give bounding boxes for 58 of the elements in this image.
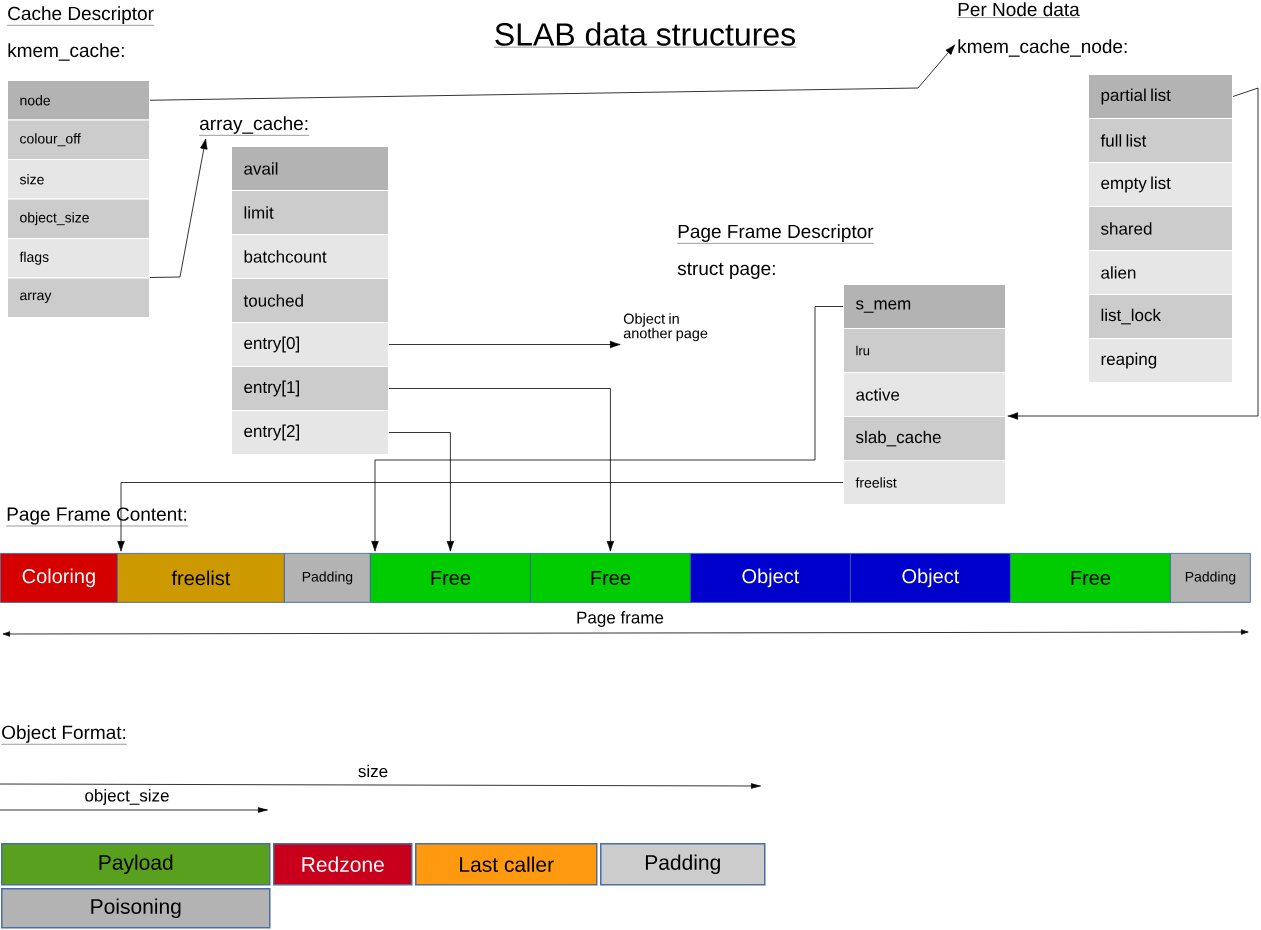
memory-segment: Free — [530, 553, 691, 603]
memory-segment: freelist — [117, 553, 285, 603]
arrow — [388, 432, 455, 552]
field-cell: entry[1] — [231, 366, 389, 411]
object-segment: Redzone — [273, 843, 413, 886]
memory-segment: Free — [370, 553, 531, 603]
field-cell: reaping — [1088, 338, 1233, 383]
object-segment: Poisoning — [1, 888, 271, 929]
arrow — [388, 388, 615, 552]
arrow — [117, 482, 844, 552]
field-cell: size — [7, 159, 150, 200]
field-cell: freelist — [843, 460, 1006, 505]
field-cell: node — [7, 80, 150, 121]
arrow — [149, 44, 956, 101]
field-cell: entry[0] — [231, 322, 389, 367]
memory-segment: Coloring — [0, 553, 118, 603]
field-cell: list_lock — [1088, 294, 1233, 339]
dimension-label: Page frame — [577, 611, 664, 627]
section-heading: Page Frame Content: — [6, 507, 189, 527]
memory-segment: Object — [690, 553, 851, 603]
field-cell: empty list — [1088, 162, 1233, 207]
field-cell: partial list — [1088, 74, 1233, 119]
memory-segment: Padding — [1170, 553, 1251, 603]
field-cell: slab_cache — [843, 416, 1006, 461]
field-cell: batchcount — [231, 234, 389, 279]
arrow — [1007, 87, 1259, 420]
struct-heading: Cache Descriptor kmem_cache: — [7, 6, 155, 61]
note-text: Object in another page — [623, 313, 708, 342]
field-cell: s_mem — [843, 284, 1006, 329]
field-cell: entry[2] — [231, 410, 389, 455]
title: SLAB data structures — [493, 22, 797, 48]
dimension-label: size — [358, 764, 388, 778]
field-cell: alien — [1088, 250, 1233, 295]
arrow — [371, 306, 844, 552]
memory-segment: Object — [850, 553, 1011, 603]
arrow — [388, 340, 621, 349]
field-cell: object_size — [7, 198, 150, 239]
object-segment: Padding — [600, 843, 766, 886]
dimension-label: object_size — [85, 789, 169, 805]
object-segment: Payload — [1, 843, 271, 886]
field-cell: array — [7, 277, 150, 318]
memory-segment: Free — [1010, 553, 1171, 603]
struct-heading: Page Frame Descriptor struct page: — [677, 224, 874, 279]
memory-segment: Padding — [284, 553, 371, 603]
field-cell: colour_off — [7, 119, 150, 160]
struct-heading: Per Node data kmem_cache_node: — [957, 2, 1127, 57]
field-cell: full list — [1088, 118, 1233, 163]
field-cell: limit — [231, 190, 389, 235]
field-cell: active — [843, 372, 1006, 417]
object-segment: Last caller — [415, 843, 598, 886]
struct-heading: array_cache: — [199, 116, 310, 136]
field-cell: touched — [231, 278, 389, 323]
section-heading: Object Format: — [1, 725, 128, 745]
field-cell: shared — [1088, 206, 1233, 251]
field-cell: lru — [843, 328, 1006, 373]
arrow — [149, 138, 208, 278]
field-cell: flags — [7, 238, 150, 279]
field-cell: avail — [231, 146, 389, 191]
